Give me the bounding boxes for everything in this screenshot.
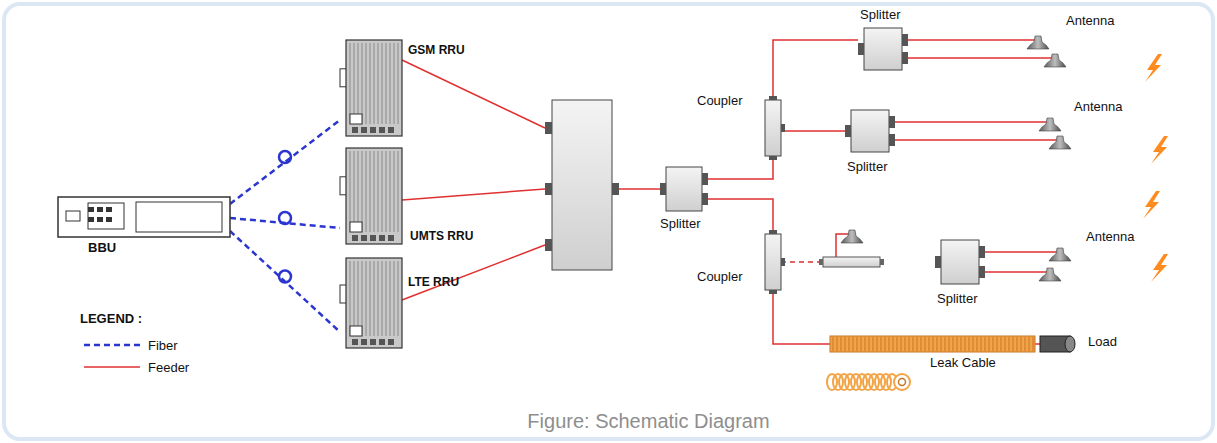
coil-end bbox=[894, 374, 910, 390]
feeder-link bbox=[708, 160, 773, 179]
antenna-label: Antenna bbox=[1074, 100, 1122, 115]
node-label: Splitter bbox=[937, 292, 977, 307]
legend-sample bbox=[84, 362, 140, 372]
legend-row: Fiber bbox=[84, 334, 189, 356]
antenna-label: Antenna bbox=[1066, 14, 1114, 29]
fiber-link bbox=[230, 120, 340, 204]
bbu-unit-shape bbox=[58, 197, 230, 237]
combiner bbox=[545, 100, 619, 270]
fiber-link bbox=[230, 231, 340, 332]
node-label: Splitter bbox=[660, 217, 700, 232]
node-label: Coupler bbox=[697, 94, 743, 109]
legend-sample bbox=[84, 340, 140, 350]
splitter-shape bbox=[935, 240, 985, 284]
bbu-unit: BBU bbox=[58, 197, 230, 237]
coupler: Coupler bbox=[765, 96, 781, 160]
legend-text: Fiber bbox=[148, 338, 178, 353]
splitter-shape bbox=[660, 167, 708, 211]
coupler-shape bbox=[765, 96, 781, 160]
legend-text: Feeder bbox=[148, 360, 189, 375]
node-label: Leak Cable bbox=[930, 356, 996, 371]
cable-coil bbox=[827, 374, 910, 390]
rru-unit: GSM RRU bbox=[340, 40, 402, 136]
leaky-cable-shape bbox=[830, 336, 1035, 352]
fiber-loop bbox=[279, 271, 291, 283]
leaky-cable: Leak Cable bbox=[830, 336, 1035, 352]
splitter-shape bbox=[845, 110, 895, 152]
panel bbox=[4, 4, 1213, 439]
fiber-loop bbox=[279, 151, 291, 163]
fiber-loop bbox=[279, 212, 291, 224]
splitter: Splitter bbox=[858, 28, 908, 70]
feeder-link bbox=[773, 294, 830, 344]
coupler: Coupler bbox=[765, 230, 781, 294]
node-label: Splitter bbox=[847, 160, 887, 175]
node-label: UMTS RRU bbox=[410, 230, 473, 244]
legend-heading: LEGEND : bbox=[80, 312, 142, 327]
radio-bolts bbox=[1143, 54, 1168, 282]
coil-end bbox=[899, 379, 906, 386]
figure-caption: Figure: Schematic Diagram bbox=[527, 410, 769, 433]
feeder-link bbox=[708, 199, 773, 230]
splitter: Splitter bbox=[660, 167, 708, 211]
splitter-shape bbox=[858, 28, 908, 70]
feeder-link bbox=[773, 40, 858, 96]
splitter: Splitter bbox=[935, 240, 985, 284]
feeder-wires bbox=[402, 40, 1057, 300]
load-shape bbox=[1040, 334, 1074, 354]
feeder-link bbox=[781, 130, 845, 132]
antenna-label: Antenna bbox=[1086, 230, 1134, 245]
load: Load bbox=[1040, 334, 1074, 354]
node-label: BBU bbox=[88, 241, 116, 256]
rru-unit: UMTS RRU bbox=[340, 148, 402, 244]
node-label: Splitter bbox=[860, 8, 900, 23]
feeder-link bbox=[1035, 343, 1040, 345]
node-label: GSM RRU bbox=[408, 44, 465, 58]
rru-unit-shape bbox=[340, 258, 402, 348]
rru-unit-shape bbox=[340, 148, 402, 244]
node-label: Load bbox=[1088, 335, 1117, 350]
node-label: LTE RRU bbox=[408, 276, 459, 290]
rru-unit: LTE RRU bbox=[340, 258, 402, 348]
node-label: Coupler bbox=[697, 270, 743, 285]
inline-coupler bbox=[819, 257, 884, 267]
rru-unit-shape bbox=[340, 40, 402, 136]
legend-row: Feeder bbox=[84, 356, 189, 378]
coupler-shape bbox=[765, 230, 781, 294]
splitter: Splitter bbox=[845, 110, 895, 152]
